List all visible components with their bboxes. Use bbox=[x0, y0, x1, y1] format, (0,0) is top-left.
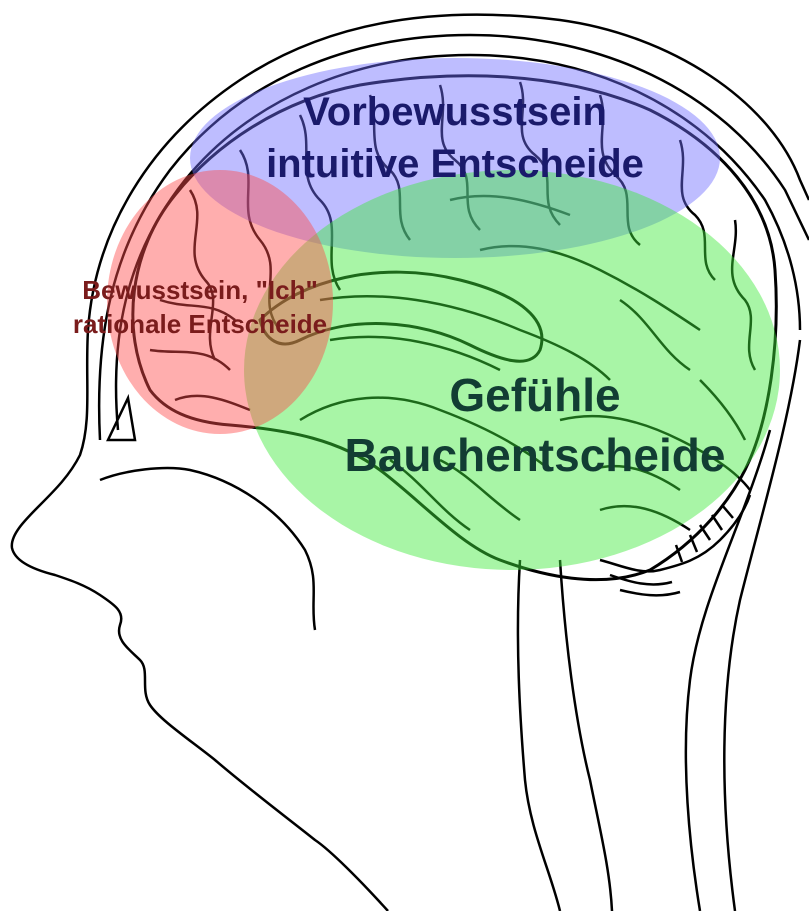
nasal-cavity bbox=[108, 398, 135, 440]
brainstem-2 bbox=[560, 560, 612, 911]
emotions-line1: Gefühle bbox=[300, 372, 770, 418]
face-profile bbox=[100, 468, 315, 630]
conscious-label: Bewusstsein, "Ich" rationale Entscheide bbox=[40, 277, 360, 337]
preconscious-line2: intuitive Entscheide bbox=[190, 144, 720, 184]
emotions-line2: Bauchentscheide bbox=[300, 432, 770, 478]
conscious-line1: Bewusstsein, "Ich" bbox=[40, 277, 360, 303]
brainstem bbox=[518, 560, 560, 911]
emotions-label: Gefühle Bauchentscheide bbox=[300, 372, 770, 478]
preconscious-line1: Vorbewusstsein bbox=[190, 92, 720, 132]
preconscious-label: Vorbewusstsein intuitive Entscheide bbox=[190, 92, 720, 184]
conscious-line2: rationale Entscheide bbox=[40, 311, 360, 337]
